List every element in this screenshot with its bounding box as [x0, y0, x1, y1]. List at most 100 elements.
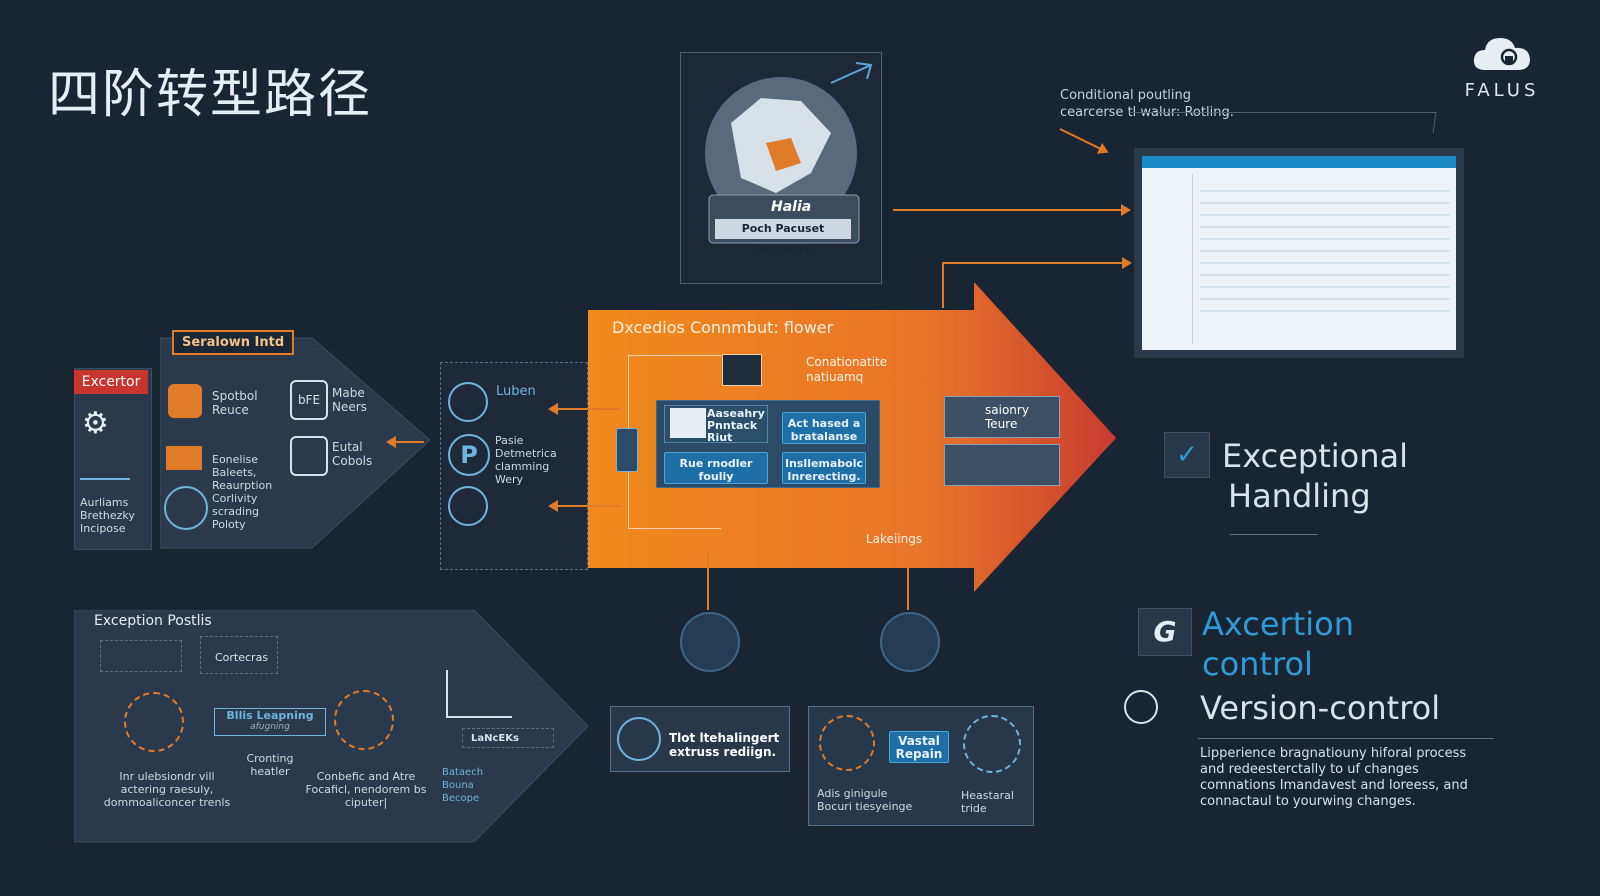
bottom-mid-caption: Cronting heatler — [246, 752, 294, 778]
bottom-center-box-label: Tlot ltehalingert extruss rediign. — [669, 731, 780, 759]
bottom-box-2: Bllis Leapning afugning — [214, 708, 326, 736]
exceptional-line-2: Handling — [1228, 477, 1371, 515]
center-chip-3[interactable]: Rue rnodler fouliy — [664, 452, 768, 484]
center-right-note: Conationatite natiuamq — [806, 355, 887, 385]
left-item-1: Spotbol Reuce — [212, 389, 258, 417]
screen-icon — [819, 715, 875, 771]
g-icon: G — [1138, 608, 1192, 656]
bottom-left-arrow-panel — [74, 610, 589, 843]
page-title: 四阶转型路径 — [48, 65, 373, 125]
brand-logo: FALUS — [1462, 32, 1542, 101]
center-to-app-arrow — [942, 257, 1132, 269]
center-title: Dxcedios Connmbut: flower — [612, 318, 834, 337]
bottom-box-2-label: Bllis Leapning — [226, 709, 314, 722]
visual-repair-chip[interactable]: Vastal Repain — [889, 731, 949, 763]
center-chip-4[interactable]: Insllemabolc Inrerecting. — [782, 452, 866, 484]
center-right-box-1: saionry Teure — [944, 396, 1060, 438]
center-bottom-label: Lakeiings — [866, 532, 923, 546]
chart-thumb-icon — [670, 408, 706, 438]
right-item-1: Mabe Neers — [332, 386, 367, 414]
database-icon — [168, 384, 202, 418]
check-icon: ✓ — [1164, 432, 1210, 478]
stack-icon — [166, 446, 202, 470]
team-icon — [334, 690, 394, 750]
globe-to-app-arrow — [893, 204, 1131, 216]
globe-brand: Halia — [771, 199, 812, 215]
bar-chart-icon — [446, 670, 512, 718]
bottom-right-box: Vastal Repain Adis ginigule Bocuri tiesy… — [808, 706, 1034, 826]
bottom-right-caption-left: Adis ginigule Bocuri tiesyeinge — [817, 787, 913, 813]
center-down-line-2 — [907, 552, 909, 610]
window-shadow — [1126, 112, 1437, 133]
note-arrow — [1059, 128, 1108, 153]
exception-title: Exception Postlis — [94, 613, 212, 629]
bottom-caption-right: Conbefic and Atre Focaficl, nendorem bs … — [305, 770, 427, 809]
bottom-box-1-label: Cortecras — [215, 651, 269, 664]
control-heading: Axcertion control — [1202, 604, 1354, 684]
document-icon — [722, 354, 762, 386]
version-paragraph: Lipperience bragnatiouny hiforal process… — [1200, 746, 1468, 810]
left-column-text-2: Brethezky — [80, 509, 135, 522]
mid-left-label-2: Pasie Detmetrica clamming Wery — [495, 434, 557, 486]
bulb-icon — [1124, 690, 1158, 724]
seralown-label: Seralown Intd — [172, 330, 295, 355]
center-to-mid-arrow-1 — [548, 403, 620, 415]
gear-icon: ⚙ — [82, 406, 109, 441]
version-paragraph-1: Lipperience bragnatiouny hiforal process — [1200, 746, 1467, 761]
globe-card: Halia Poch Pacuset Procects — [680, 52, 882, 284]
mid-to-left-arrow — [386, 436, 424, 448]
left-item-2: Eonelise Baleets, Reaurption Corlivity s… — [212, 453, 273, 531]
right-item-2: Eutal Cobols — [332, 440, 373, 468]
top-note-line-2: cearcerse tl walur: Rotling. — [1060, 105, 1234, 120]
top-note-line-1: Conditional poutling — [1060, 88, 1192, 103]
worker-icon — [963, 715, 1021, 773]
version-paragraph-2: and redeesterctally to uf changes — [1200, 762, 1419, 777]
report-icon — [880, 612, 940, 672]
exceptional-line-1: Exceptional — [1222, 437, 1408, 475]
control-line-2: control — [1202, 645, 1313, 683]
building-icon — [290, 436, 328, 476]
left-column-text: Aurliams Brethezky Incipose — [80, 496, 135, 535]
excertor-badge: Excertor — [74, 370, 148, 394]
parking-icon: P — [448, 434, 490, 476]
checklist-icon — [617, 717, 661, 761]
connector-v — [942, 262, 944, 308]
brand-name: FALUS — [1464, 80, 1540, 101]
cloud-lock-icon — [1473, 38, 1530, 70]
users-icon — [124, 692, 184, 752]
center-right-note-2: natiuamq — [806, 370, 864, 384]
center-chip-2[interactable]: Act hased a bratalanse — [782, 412, 866, 444]
center-right-box-2 — [944, 444, 1060, 486]
center-right-note-1: Conationatite — [806, 355, 888, 369]
left-column-text-1: Aurliams — [80, 496, 129, 509]
exceptional-heading: Exceptional Handling — [1222, 436, 1408, 516]
control-line-1: Axcertion — [1202, 605, 1354, 643]
bottom-right-caption-right: Heastaral tride — [961, 789, 1014, 815]
center-loop-line — [628, 355, 721, 529]
phone-icon — [616, 428, 638, 472]
bottom-side-note: Bataech Bouna Becope — [442, 767, 484, 804]
support-icon — [448, 486, 488, 526]
version-underline — [1198, 738, 1494, 739]
version-heading: Version-control — [1200, 689, 1441, 727]
center-right-box-1-label: saionry Teure — [985, 403, 1029, 431]
bottom-caption-left: Inr ulebsiondr vill actering raesuly, do… — [103, 770, 231, 809]
top-note: Conditional poutling cearcerse tl walur:… — [1060, 87, 1234, 121]
globe-caption: Poch Pacuset Procects — [715, 219, 851, 255]
handshake-icon — [680, 612, 740, 672]
bottom-box-2-sub: afugning — [250, 722, 290, 732]
bottom-box-dots — [100, 640, 182, 672]
bottom-center-box: Tlot ltehalingert extruss rediign. — [610, 706, 790, 772]
bfe-icon: bFE — [290, 380, 328, 420]
bottom-box-1: Cortecras — [200, 636, 278, 674]
left-column-text-3: Incipose — [80, 522, 126, 535]
version-paragraph-3: comnations Imandavest and loreess, and — [1200, 778, 1468, 793]
center-down-line-1 — [707, 552, 709, 610]
brain-icon — [164, 486, 208, 530]
mid-left-label-1: Luben — [496, 384, 536, 399]
robot-icon — [448, 382, 488, 422]
pulse-icon — [80, 458, 130, 480]
exceptional-underline — [1230, 534, 1318, 535]
lancek-box: LaNcEKs — [462, 728, 554, 748]
left-badge-column — [74, 368, 152, 550]
